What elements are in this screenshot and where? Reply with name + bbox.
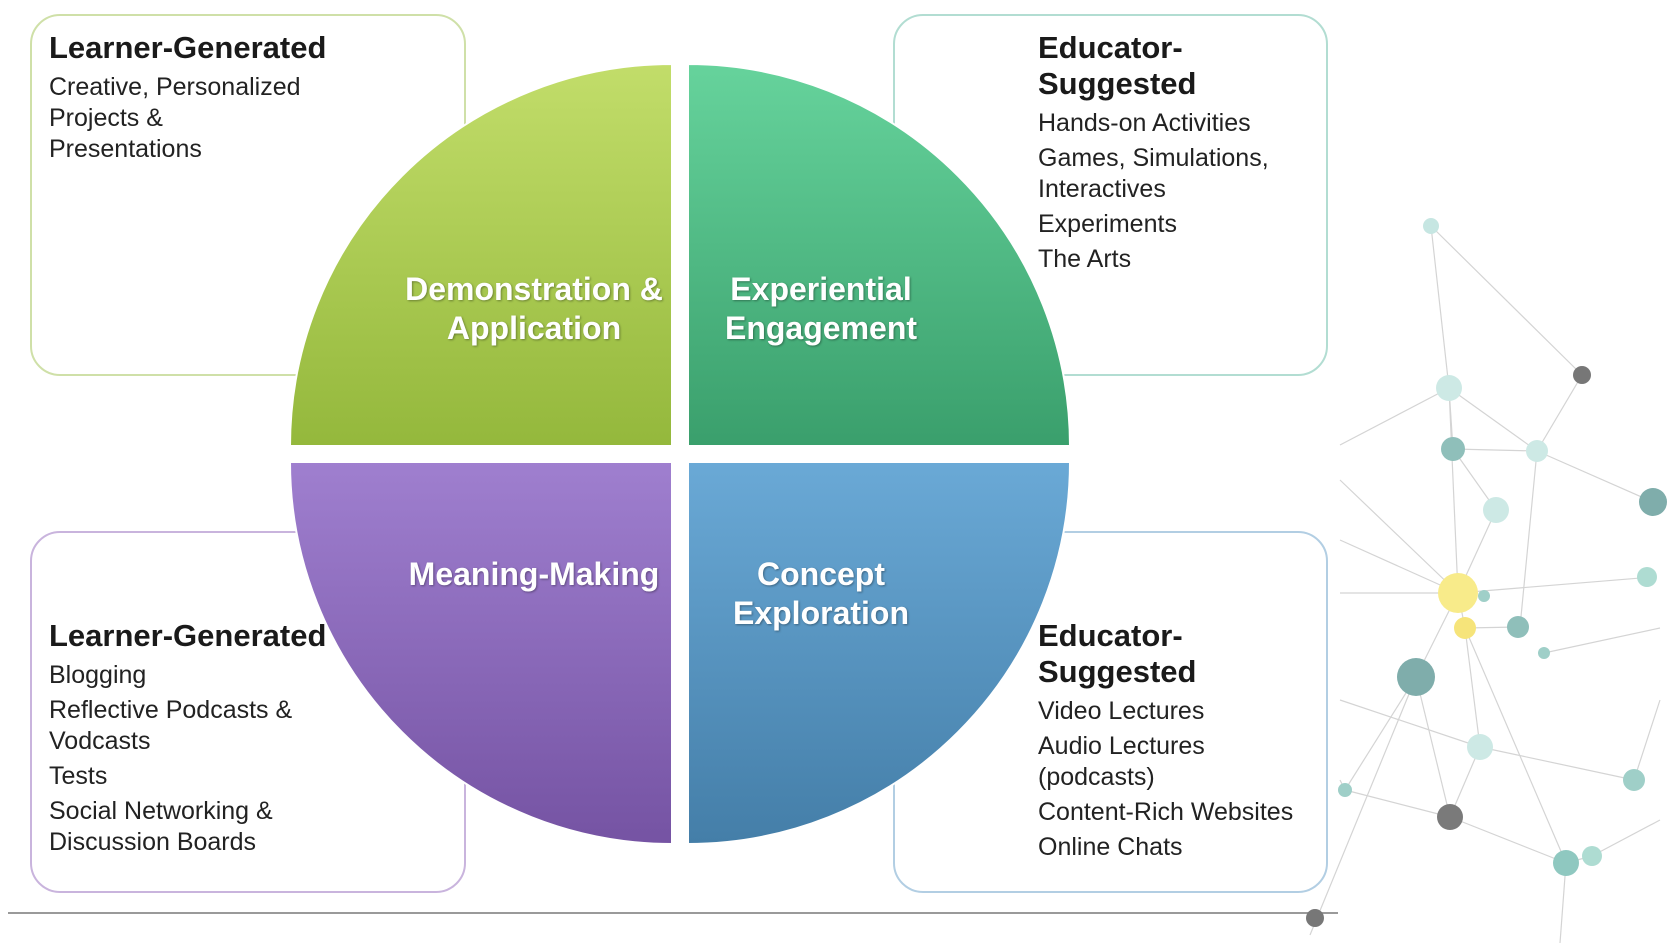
list-item: Presentations — [49, 135, 202, 163]
label-experiential-engagement: Experiential Engagement — [724, 271, 918, 346]
list-item: Creative, Personalized — [49, 73, 301, 101]
label-concept-exploration: Concept Exploration — [732, 556, 909, 631]
quadrant-top-left — [288, 62, 673, 447]
list-item: Audio Lectures (podcasts) — [1038, 732, 1205, 791]
quadrant-bottom-left — [288, 461, 673, 846]
list-item: Hands-on Activities — [1038, 109, 1251, 137]
educator-suggested-text-bottom: Educator-Suggested Video Lectures Audio … — [1038, 618, 1318, 867]
box-heading: Educator-Suggested — [1038, 30, 1197, 101]
label-demonstration-application: Demonstration & Application — [405, 271, 663, 346]
learner-generated-text-top: Learner-Generated Creative, Personalized… — [49, 30, 349, 165]
list-item: Blogging — [49, 661, 147, 689]
box-heading: Learner-Generated — [49, 30, 327, 65]
list-item: Games, Simulations, Interactives — [1038, 144, 1269, 203]
box-heading: Educator-Suggested — [1038, 618, 1197, 689]
list-item: Content-Rich Websites — [1038, 798, 1294, 826]
list-item: Experiments — [1038, 210, 1177, 238]
list-item: The Arts — [1038, 245, 1132, 273]
divider-line — [8, 912, 1338, 914]
list-item: Tests — [49, 762, 108, 790]
list-item: Video Lectures — [1038, 697, 1205, 725]
list-item: Projects & — [49, 104, 163, 132]
label-meaning-making: Meaning-Making — [408, 556, 660, 592]
list-item: Reflective Podcasts & Vodcasts — [49, 696, 293, 755]
quadrant-bottom-right — [687, 461, 1072, 846]
box-heading: Learner-Generated — [49, 618, 327, 653]
quadrant-top-right — [687, 62, 1072, 447]
list-item: Social Networking & Discussion Boards — [49, 797, 273, 856]
list-item: Online Chats — [1038, 833, 1183, 861]
educator-suggested-text-top: Educator-Suggested Hands-on Activities G… — [1038, 30, 1308, 279]
learner-generated-text-bottom: Learner-Generated Blogging Reflective Po… — [49, 618, 349, 862]
